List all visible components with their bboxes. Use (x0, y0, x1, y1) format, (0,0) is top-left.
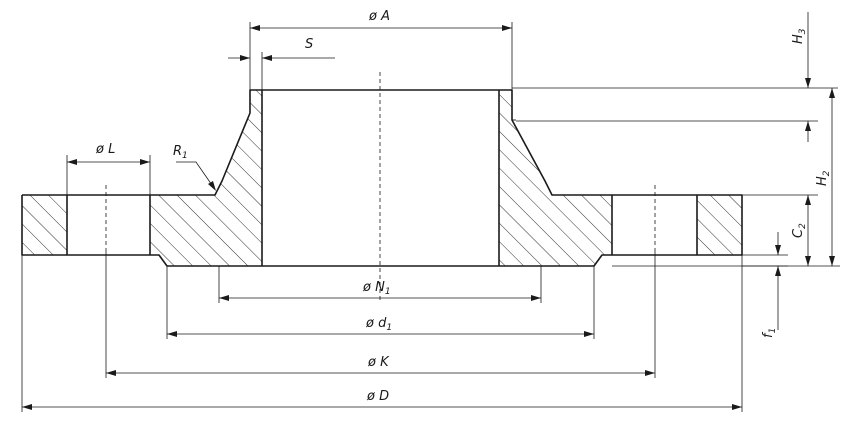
label-s: S (305, 37, 313, 52)
label-f1: f1 (761, 328, 778, 338)
label-c2: C2 (791, 223, 808, 238)
label-diameter-d: ø D (366, 389, 389, 404)
label-h3: H3 (791, 28, 808, 44)
label-r1: R1 (173, 144, 188, 161)
dimension-lines (22, 12, 835, 410)
label-diameter-a: ø A (368, 9, 390, 24)
section-hatching (22, 90, 742, 266)
center-lines (105, 72, 656, 300)
dimension-labels: ø A S ø L R1 H3 H2 C2 f1 ø N1 ø d1 ø K (95, 9, 832, 404)
label-diameter-d1: ø d1 (365, 316, 392, 333)
outer-profile (21, 89, 743, 267)
extension-lines (21, 22, 840, 412)
label-diameter-l: ø L (95, 142, 115, 157)
label-diameter-n1: ø N1 (362, 280, 391, 297)
label-h2: H2 (815, 170, 832, 186)
flange-outline (21, 89, 743, 267)
label-diameter-k: ø K (367, 355, 390, 370)
